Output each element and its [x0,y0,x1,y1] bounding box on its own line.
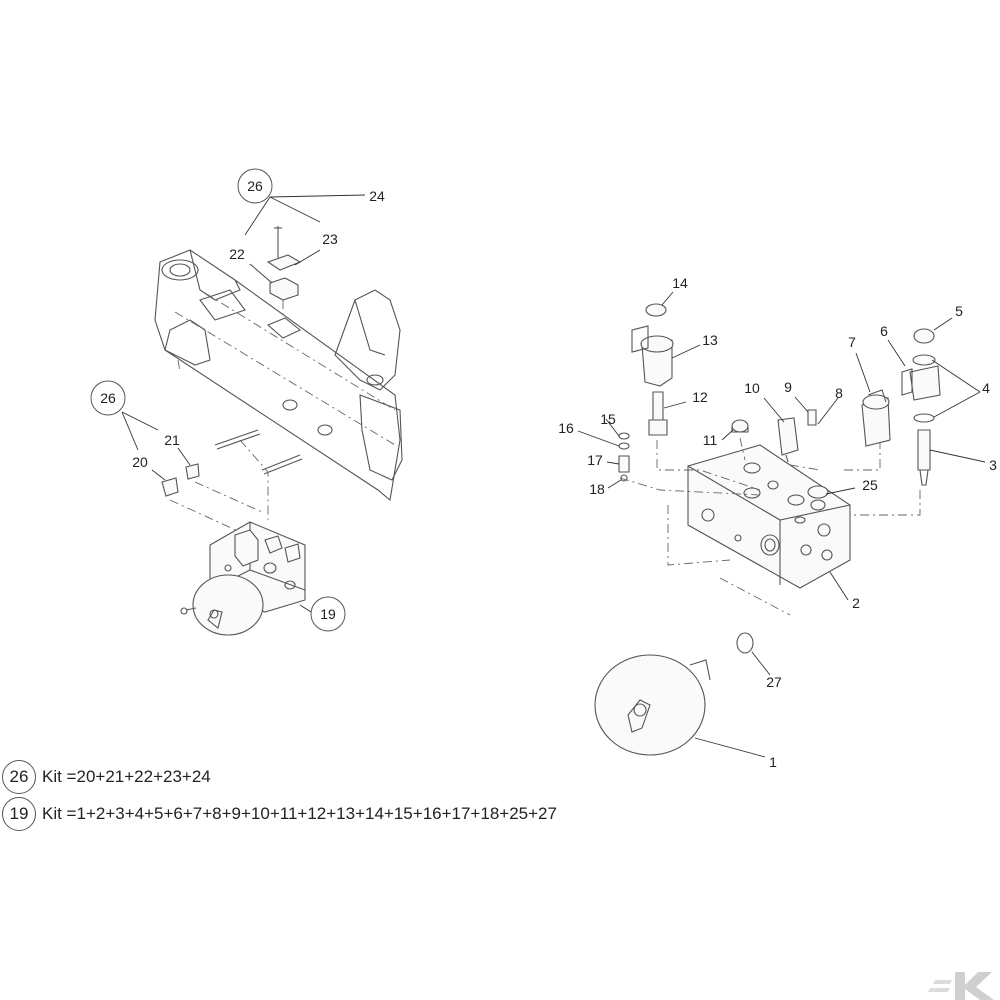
kit-text-19: Kit =1+2+3+4+5+6+7+8+9+10+11+12+13+14+15… [42,804,557,823]
o-ring-27 [736,632,754,654]
leader-lines [121,194,986,758]
label-6: 6 [880,323,888,339]
label-25: 25 [862,477,878,493]
plug-25 [807,485,829,499]
small-parts-15-18 [618,432,630,482]
label-16: 16 [558,420,574,436]
solenoid-coil-13 [631,303,674,387]
label-4: 4 [982,380,990,396]
studs-left [214,429,303,520]
kit-row-19: 19 Kit =1+2+3+4+5+6+7+8+9+10+11+12+13+14… [2,797,557,831]
valve-stem-12 [648,391,668,436]
label-9: 9 [784,379,792,395]
kit-row-26: 26 Kit =20+21+22+23+24 [2,760,211,794]
kit-text-26: Kit =20+21+22+23+24 [42,767,211,786]
callout-circle-26-left [90,380,126,416]
accumulator-1 [594,654,711,756]
sensor-10 [777,409,817,463]
solenoid-coil-6 [901,328,941,486]
label-13: 13 [702,332,718,348]
label-27: 27 [766,674,782,690]
label-1: 1 [769,754,777,770]
label-26-top: 26 [247,178,263,194]
label-24: 24 [369,188,385,204]
kit-badge-19: 19 [2,797,36,831]
plug-11 [731,419,749,433]
label-8: 8 [835,385,843,401]
callout-circle-26-top [237,168,273,204]
label-26-left: 26 [100,390,116,406]
callout-labels: 26 24 23 22 26 21 20 19 14 13 12 15 16 1… [100,178,997,770]
frame-beam [154,249,403,502]
label-15: 15 [600,411,616,427]
brand-logo-icon [928,972,994,1000]
fittings-20-21 [161,463,263,533]
label-20: 20 [132,454,148,470]
callout-circle-19 [310,596,346,632]
label-22: 22 [229,246,245,262]
label-14: 14 [672,275,688,291]
label-21: 21 [164,432,180,448]
solenoid-coil-7 [861,389,891,447]
label-17: 17 [587,452,603,468]
label-5: 5 [955,303,963,319]
label-10: 10 [744,380,760,396]
label-12: 12 [692,389,708,405]
hose-part-24 [393,204,467,286]
valve-block-right [687,444,851,589]
label-18: 18 [589,481,605,497]
label-11: 11 [703,432,718,448]
accumulator-left [180,574,264,636]
label-7: 7 [848,334,856,350]
bracket-part-22 [266,226,302,318]
assembly-lines-right [619,437,921,616]
label-23: 23 [322,231,338,247]
label-2: 2 [852,595,860,611]
label-19: 19 [320,606,336,622]
label-3: 3 [989,457,997,473]
kit-badge-26: 26 [2,760,36,794]
